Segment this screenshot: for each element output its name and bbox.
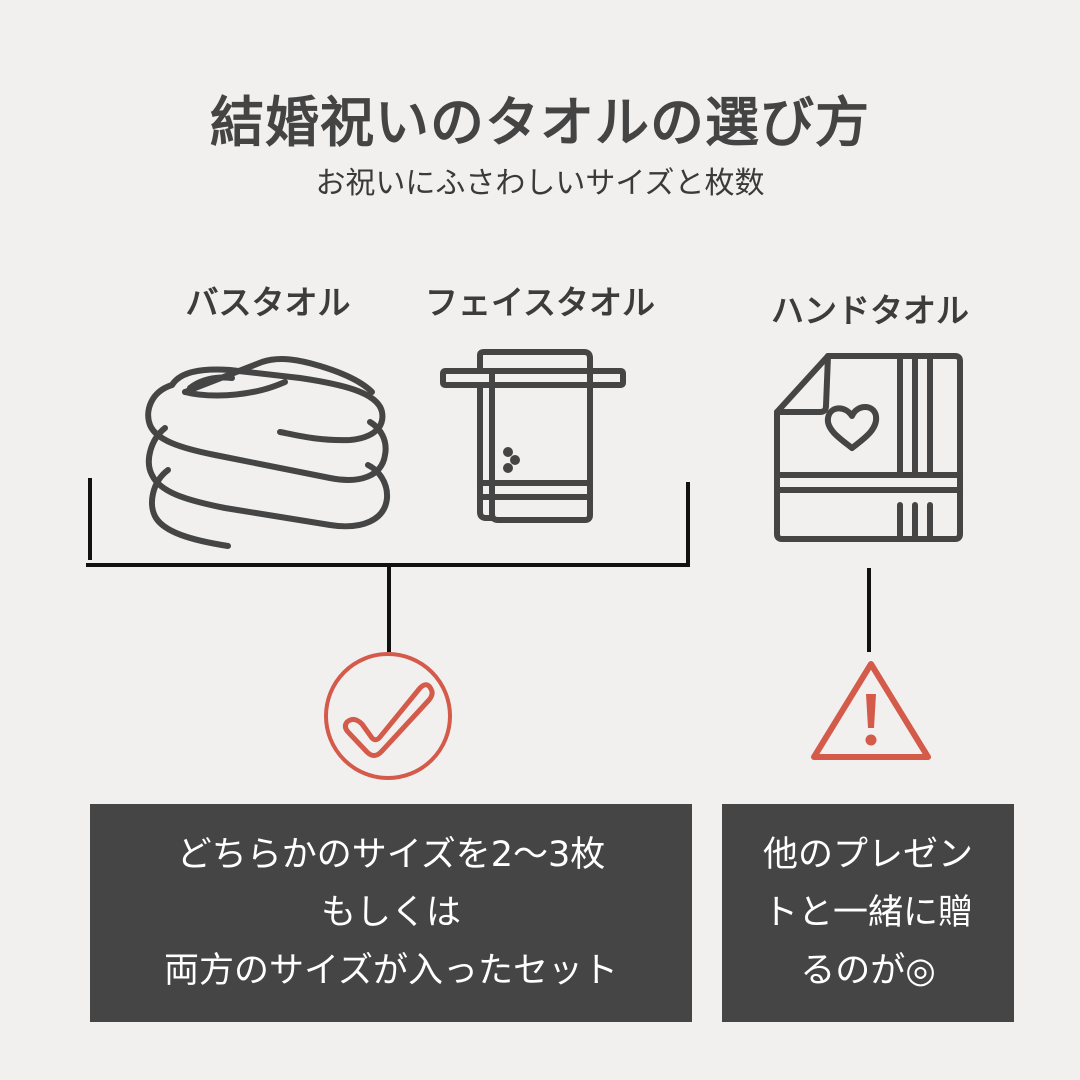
check-circle-icon xyxy=(324,652,452,780)
hand-towel-heart-icon xyxy=(774,353,963,542)
caution-line: 他のプレゼン xyxy=(762,835,973,875)
recommended-line: もしくは xyxy=(320,893,461,933)
hand-towel-label: ハンドタオル xyxy=(771,291,969,330)
hanging-towel-icon xyxy=(440,349,626,523)
caution-box: 他のプレゼン トと一緒に贈 るのが◎ xyxy=(722,804,1014,1022)
caution-line: トと一緒に贈 xyxy=(762,893,973,933)
bracket-connector xyxy=(86,478,871,652)
recommended-line: どちらかのサイズを2〜3枚 xyxy=(176,835,606,875)
recommended-box: どちらかのサイズを2〜3枚 もしくは 両方のサイズが入ったセット xyxy=(90,804,692,1022)
folded-towel-stack-icon xyxy=(145,356,391,549)
page-subtitle: お祝いにふさわしいサイズと枚数 xyxy=(315,166,765,201)
warning-triangle-icon xyxy=(811,661,931,760)
caution-line: るのが◎ xyxy=(800,951,936,991)
recommended-line: 両方のサイズが入ったセット xyxy=(164,951,618,991)
bath-towel-label: バスタオル xyxy=(185,283,351,322)
page-title: 結婚祝いのタオルの選び方 xyxy=(210,91,870,154)
face-towel-label: フェイスタオル xyxy=(424,283,655,322)
